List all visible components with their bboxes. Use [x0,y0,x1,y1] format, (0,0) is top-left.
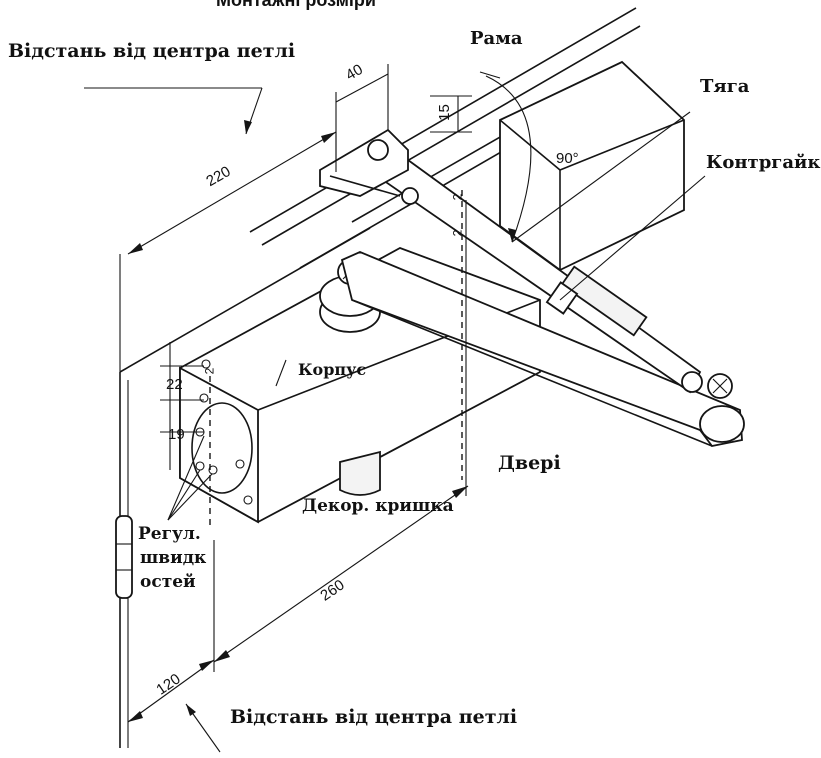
label-speed-adjust-1: Регул. [138,524,201,544]
main-arm [340,251,743,447]
label-locknut: Контргайка [706,152,821,173]
dim-label-15: 15 [435,104,453,121]
dim-220 [119,131,337,372]
elbow-screw [699,373,745,443]
label-speed-adjust-2: швидк [140,548,207,568]
dim-22-19 [160,342,204,470]
diagram-title: Монтажні розміри [216,0,376,10]
angle-90 [479,71,532,243]
label-speed-adjust-3: остей [140,572,196,592]
leader-body [275,359,287,387]
screw-label-2: 2 [450,229,465,237]
label-body: Корпус [298,360,367,379]
dim-label-22: 22 [166,376,183,393]
rod-thread [560,265,648,337]
label-frame: Рама [470,28,523,49]
leader-speed-adjust [167,435,213,521]
label-hinge-distance-top: Відстань від центра петлі [8,40,296,62]
label-rod: Тяга [700,76,750,97]
label-hinge-distance-bottom: Відстань від центра петлі [230,706,518,728]
decor-cover [339,450,381,496]
dim-label-90: 90° [556,150,579,167]
label-door: Двері [498,452,561,474]
arrow-hinge-bottom [185,703,221,753]
dim-label-19: 19 [168,426,185,443]
arrow-hinge-top [84,87,263,135]
rod [378,158,703,394]
label-cover: Декор. кришка [302,496,454,516]
screw-label-1: 2 [450,193,465,201]
dim-120 [127,659,215,723]
leader-locknut [559,175,706,301]
frame-bracket [319,128,419,205]
hinge [115,515,133,599]
dim-40 [335,64,389,160]
screw-label-3: 2 [202,367,217,375]
frame-block [499,60,685,272]
dim-15 [430,95,472,133]
dim-260 [213,200,469,672]
leader-rod [511,111,691,243]
